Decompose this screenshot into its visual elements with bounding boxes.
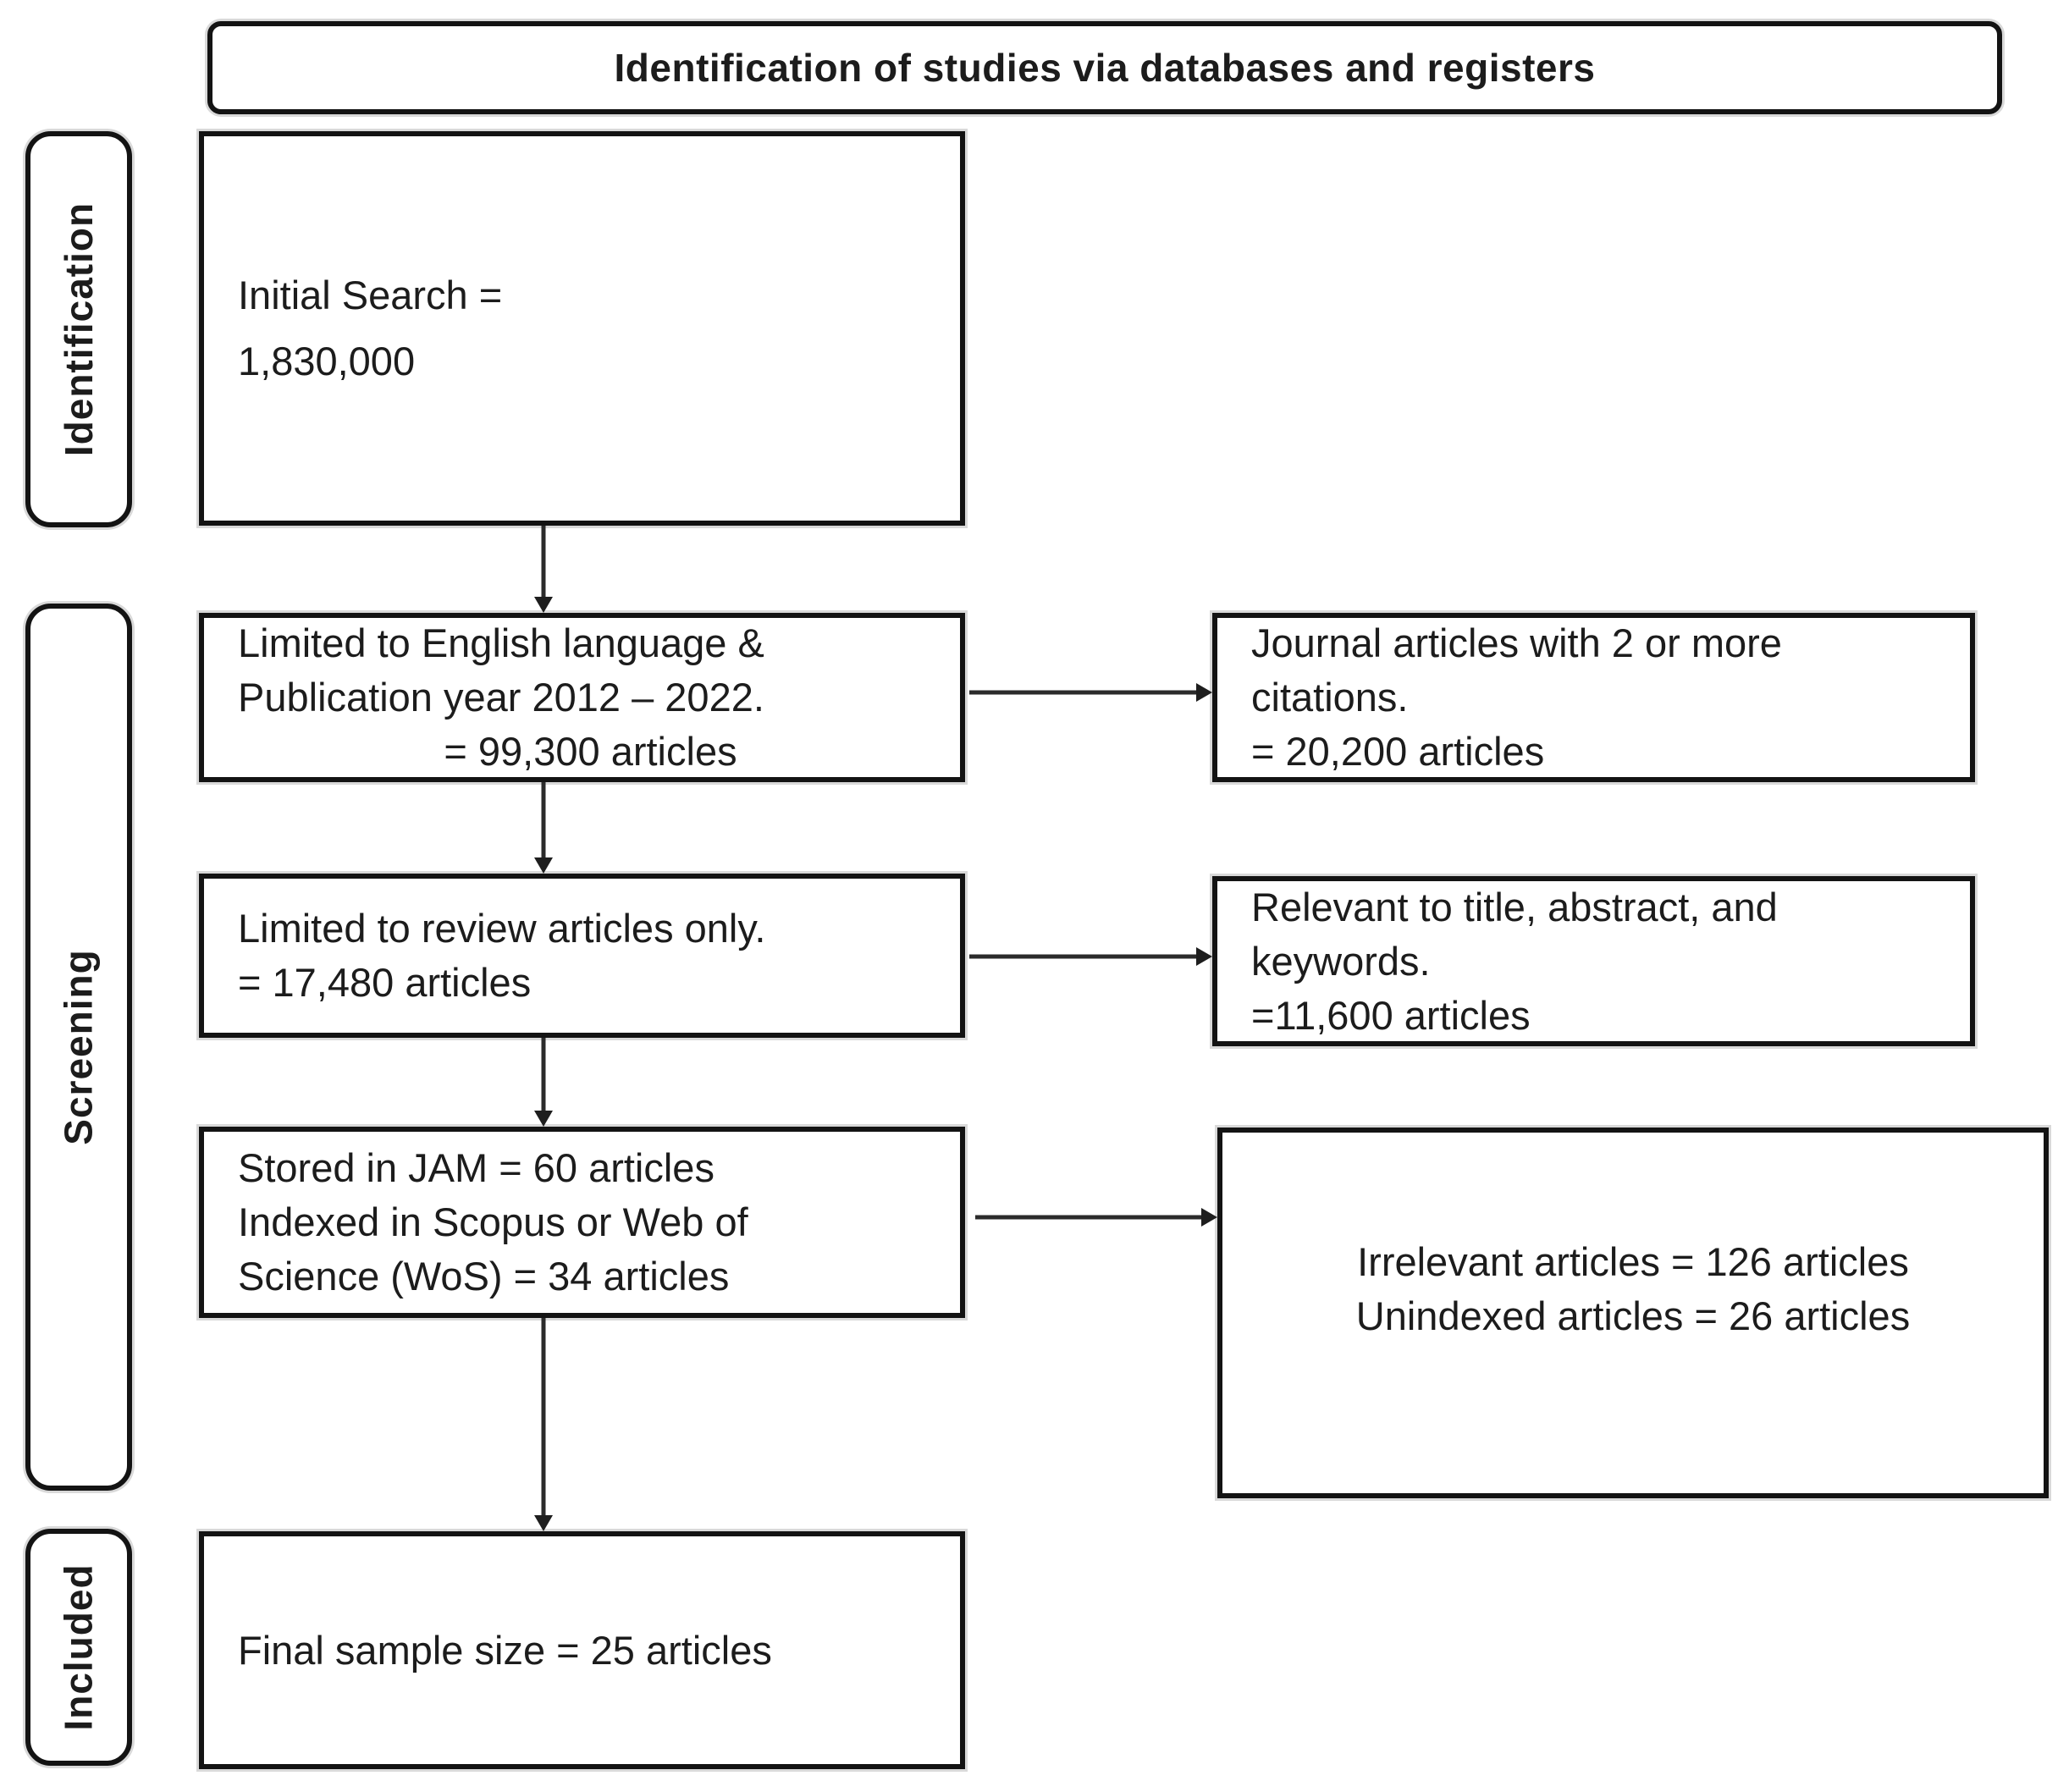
arrow-head [1196,683,1212,702]
box-initial-search: Initial Search = 1,830,000 [199,131,965,526]
text-line: = 99,300 articles [444,729,737,774]
arrow-language-to-citations [969,681,1212,703]
text-line: Initial Search = [238,273,503,317]
text-line: Relevant to title, abstract, and [1251,884,1778,929]
box-initial-search-text: Initial Search = 1,830,000 [204,136,960,521]
text-line: Journal articles with 2 or more [1251,620,1782,665]
text-line: Indexed in Scopus or Web of [238,1199,748,1244]
arrow-initial-to-language [532,526,554,613]
arrow-head [534,857,553,874]
arrow-language-to-review [532,782,554,874]
box-language-limit-text: Limited to English language & Publicatio… [204,618,960,777]
arrow-review-to-relevance [969,946,1212,968]
arrow-head [534,1111,553,1127]
box-stored-indexed-text: Stored in JAM = 60 articles Indexed in S… [204,1132,960,1313]
box-relevance-filter-text: Relevant to title, abstract, and keyword… [1217,881,1970,1041]
box-citations-filter-text: Journal articles with 2 or more citation… [1217,618,1970,777]
text-line: Irrelevant articles = 126 articles [1357,1239,1909,1284]
arrow-shaft [975,1215,1206,1220]
text-line: Limited to English language & [238,620,764,665]
arrow-head [1201,1208,1217,1227]
stage-included: Included [25,1529,132,1766]
text-line: 1,830,000 [238,339,416,383]
box-excluded-text: Irrelevant articles = 126 articles Unind… [1222,1133,2044,1493]
text-line: Limited to review articles only. [238,906,766,951]
text-line: keywords. [1251,938,1431,984]
stage-identification: Identification [25,131,132,527]
text-line: = 20,200 articles [1251,729,1545,774]
text-line: =11,600 articles [1251,992,1531,1038]
arrow-shaft [969,690,1200,695]
arrow-stored-to-final [532,1318,554,1531]
box-final-sample: Final sample size = 25 articles [199,1531,965,1769]
diagram-title: Identification of studies via databases … [614,46,1596,90]
title-banner: Identification of studies via databases … [207,21,2002,114]
box-relevance-filter: Relevant to title, abstract, and keyword… [1212,876,1975,1046]
text-line: Stored in JAM = 60 articles [238,1145,714,1190]
arrow-shaft [541,1318,546,1519]
box-review-limit: Limited to review articles only. = 17,48… [199,874,965,1038]
arrow-shaft [541,526,546,601]
text-line: = 17,480 articles [238,960,532,1005]
box-citations-filter: Journal articles with 2 or more citation… [1212,613,1975,782]
box-excluded: Irrelevant articles = 126 articles Unind… [1217,1128,2049,1498]
arrow-shaft [541,1038,546,1115]
text-line: citations. [1251,675,1409,720]
box-review-limit-text: Limited to review articles only. = 17,48… [204,879,960,1033]
arrow-head [1196,947,1212,966]
stage-identification-label: Identification [57,201,102,457]
arrow-review-to-stored [532,1038,554,1127]
stage-included-label: Included [57,1563,101,1731]
box-final-sample-text: Final sample size = 25 articles [204,1536,960,1764]
text-line: Science (WoS) = 34 articles [238,1254,730,1299]
arrow-shaft [969,954,1200,959]
box-stored-indexed: Stored in JAM = 60 articles Indexed in S… [199,1127,965,1318]
text-line: Publication year 2012 – 2022. [238,675,764,720]
arrow-stored-to-excluded [975,1206,1217,1228]
box-language-limit: Limited to English language & Publicatio… [199,613,965,782]
arrow-head [534,1515,553,1531]
text-line: Final sample size = 25 articles [238,1627,772,1673]
stage-screening: Screening [25,604,132,1491]
stage-screening-label: Screening [57,949,102,1145]
text-line: Unindexed articles = 26 articles [1355,1293,1911,1338]
arrow-head [534,597,553,613]
arrow-shaft [541,782,546,862]
